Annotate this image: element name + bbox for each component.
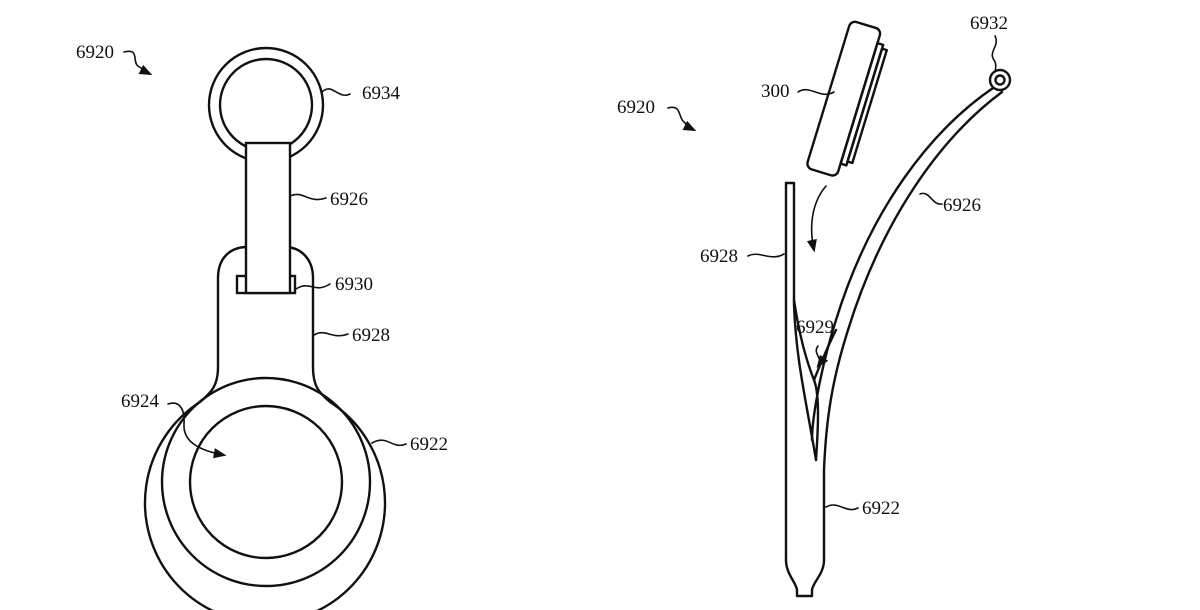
strap-eyelet — [988, 68, 1012, 92]
label-front-panel: 6928 — [700, 246, 738, 267]
holder-body-outline — [143, 245, 387, 610]
label-assembly-left: 6920 — [76, 42, 114, 63]
left-view-keyring-holder: 6920 6934 6926 6930 6928 6922 6924 — [76, 42, 448, 610]
label-ring-body: 6922 — [410, 434, 448, 455]
label-strap-eyelet: 6932 — [970, 13, 1008, 34]
label-body: 6922 — [862, 498, 900, 519]
device-300 — [806, 20, 889, 177]
label-key-ring: 6934 — [362, 83, 401, 104]
label-device: 300 — [761, 81, 790, 102]
strap-right — [810, 84, 998, 442]
holder-opening — [188, 404, 344, 560]
label-strap-left: 6926 — [330, 189, 368, 210]
strap — [244, 141, 292, 295]
right-view-section: 6920 300 6932 6926 6928 6929 6922 — [617, 13, 1012, 598]
holder-ring-middle — [160, 376, 372, 588]
label-assembly-right: 6920 — [617, 97, 655, 118]
label-pocket: 6929 — [796, 317, 834, 338]
label-neck: 6928 — [352, 325, 390, 346]
label-opening: 6924 — [121, 391, 160, 412]
label-strap-slot: 6930 — [335, 274, 373, 295]
body-tip — [784, 558, 826, 598]
label-strap-right: 6926 — [943, 195, 981, 216]
